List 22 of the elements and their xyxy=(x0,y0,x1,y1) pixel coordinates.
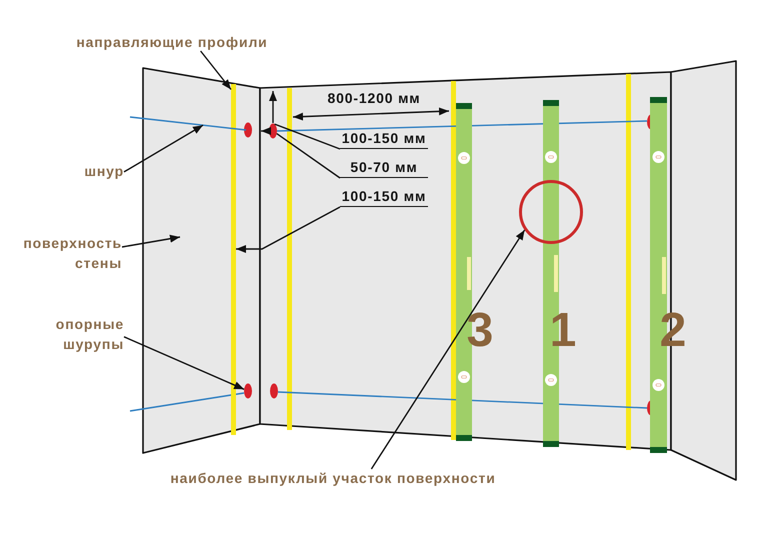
screw-head xyxy=(244,384,252,398)
leader-arrow xyxy=(370,230,526,470)
dimension-label: 50-70 мм xyxy=(340,158,428,178)
callout-label: направляющие профили xyxy=(70,33,274,51)
leader-arrow xyxy=(200,50,232,90)
dimension-label: 100-150 мм xyxy=(340,187,428,207)
guide-profile xyxy=(231,84,236,435)
leader-arrow xyxy=(124,124,204,172)
callout-label: поверхность стены xyxy=(8,233,122,273)
highlight-circle xyxy=(519,180,583,244)
cord-line xyxy=(130,116,246,131)
leader-arrow xyxy=(236,206,340,253)
callout-label: наиболее выпуклый участок поверхности xyxy=(150,469,516,487)
leader-arrow xyxy=(122,234,180,248)
dimension-label: 100-150 мм xyxy=(340,129,428,149)
dimension-label: 800-1200 мм xyxy=(326,89,422,107)
leader-line xyxy=(276,133,340,179)
leader-arrow xyxy=(124,336,244,390)
callout-label: опорные шурупы xyxy=(34,314,124,354)
leader-line xyxy=(274,123,340,150)
callout-label: шнур xyxy=(68,162,124,180)
screw-head xyxy=(269,124,277,138)
